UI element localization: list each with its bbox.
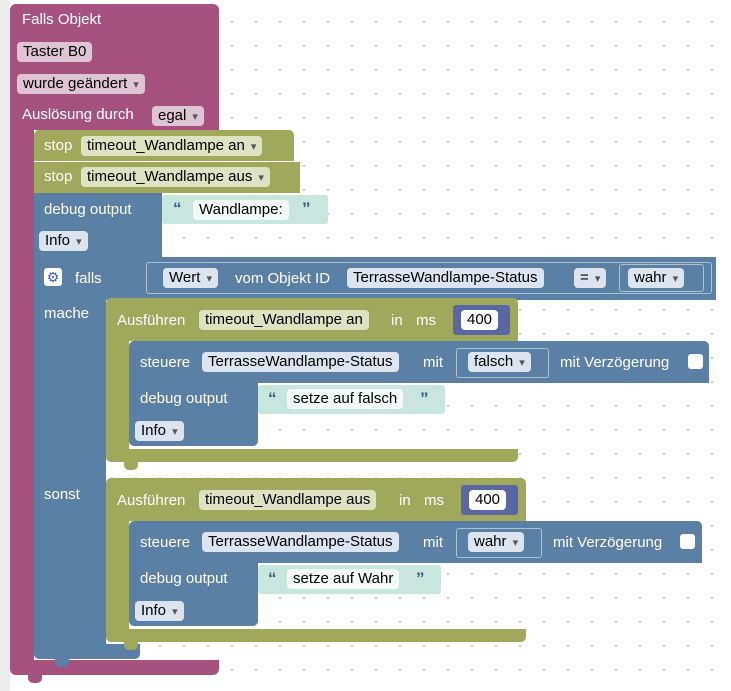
gear-icon[interactable]: ⚙ bbox=[44, 268, 62, 286]
timeout-name-field-an[interactable]: timeout_Wandlampe an bbox=[199, 310, 369, 330]
if-label: falls bbox=[75, 270, 102, 287]
debug-label-aus: debug output bbox=[140, 570, 228, 587]
debug-level-dropdown-1[interactable]: Info bbox=[39, 231, 88, 251]
debug-level-dropdown-aus[interactable]: Info bbox=[135, 601, 184, 621]
debug-level-dropdown-an[interactable]: Info bbox=[135, 421, 184, 441]
open-quote-icon: “ bbox=[173, 199, 182, 218]
control-object-field-aus[interactable]: TerrasseWandlampe-Status bbox=[202, 532, 399, 552]
workspace-edge bbox=[0, 0, 10, 691]
close-quote-icon: ” bbox=[416, 569, 425, 588]
trigger-block-spine bbox=[10, 128, 34, 662]
debug-label-1: debug output bbox=[44, 201, 132, 218]
in-label-an: in bbox=[391, 312, 403, 329]
if-block-spine bbox=[34, 298, 106, 646]
timeout-name-field-aus[interactable]: timeout_Wandlampe aus bbox=[199, 490, 377, 510]
with-label-aus: mit bbox=[423, 534, 443, 551]
delay-field-an[interactable]: 400 bbox=[461, 310, 499, 330]
delay-checkbox-aus[interactable] bbox=[680, 534, 695, 549]
stop-timer-dropdown-1[interactable]: timeout_Wandlampe an bbox=[81, 136, 263, 156]
control-value-dropdown-an[interactable]: falsch bbox=[468, 352, 531, 372]
trigger-label: Auslösung durch bbox=[22, 106, 134, 123]
then-label: mache bbox=[44, 305, 90, 322]
if-block-tab bbox=[55, 659, 69, 667]
unit-label-an: ms bbox=[416, 312, 436, 329]
debug-text-field-aus[interactable]: setze auf Wahr bbox=[287, 569, 400, 589]
delay-field-aus[interactable]: 400 bbox=[469, 490, 507, 510]
delay-label-aus: mit Verzögerung bbox=[553, 534, 663, 551]
of-object-label: vom Objekt ID bbox=[235, 270, 331, 287]
execute-label-an: Ausführen bbox=[117, 312, 186, 329]
timeout-block-an-bottom bbox=[106, 449, 518, 462]
compare-value-block[interactable] bbox=[619, 264, 704, 292]
trigger-object-field[interactable]: Taster B0 bbox=[17, 42, 93, 62]
timeout-block-aus-tab bbox=[124, 642, 138, 650]
operator-dropdown[interactable]: = bbox=[574, 268, 607, 288]
trigger-title: Falls Objekt bbox=[22, 11, 102, 28]
delay-checkbox-an[interactable] bbox=[688, 354, 703, 369]
if-block-bottom bbox=[34, 644, 140, 659]
trigger-condition-dropdown[interactable]: wurde geändert bbox=[17, 74, 145, 94]
stop-label-1: stop bbox=[44, 137, 73, 154]
trigger-block-tab bbox=[28, 675, 42, 683]
value-type-dropdown[interactable]: Wert bbox=[163, 268, 218, 288]
control-value-dropdown-aus[interactable]: wahr bbox=[468, 532, 525, 552]
with-label-an: mit bbox=[423, 354, 443, 371]
close-quote-icon: ” bbox=[420, 389, 429, 408]
stop-timer-dropdown-2[interactable]: timeout_Wandlampe aus bbox=[81, 167, 270, 187]
timeout-block-aus-spine bbox=[106, 519, 129, 631]
open-quote-icon: “ bbox=[268, 389, 277, 408]
debug-text-field-an[interactable]: setze auf falsch bbox=[287, 389, 404, 409]
in-label-aus: in bbox=[399, 492, 411, 509]
stop-label-2: stop bbox=[44, 168, 73, 185]
compare-value-dropdown[interactable]: wahr bbox=[628, 268, 685, 288]
execute-label-aus: Ausführen bbox=[117, 492, 186, 509]
object-id-field[interactable]: TerrasseWandlampe-Status bbox=[347, 268, 544, 288]
timeout-block-an-tab bbox=[124, 462, 138, 470]
open-quote-icon: “ bbox=[268, 569, 277, 588]
debug-label-an: debug output bbox=[140, 390, 228, 407]
unit-label-aus: ms bbox=[424, 492, 444, 509]
close-quote-icon: ” bbox=[302, 199, 311, 218]
control-label-an: steuere bbox=[140, 354, 191, 371]
timeout-block-an-spine bbox=[106, 339, 129, 449]
else-label: sonst bbox=[44, 486, 80, 503]
debug-text-field-1[interactable]: Wandlampe: bbox=[193, 200, 289, 220]
timeout-block-aus-bottom bbox=[106, 629, 526, 642]
compare-block[interactable] bbox=[146, 262, 712, 294]
control-label-aus: steuere bbox=[140, 534, 191, 551]
trigger-block-bottom bbox=[10, 660, 219, 675]
control-object-field-an[interactable]: TerrasseWandlampe-Status bbox=[202, 352, 399, 372]
control-value-block-aus[interactable] bbox=[456, 528, 542, 558]
delay-label-an: mit Verzögerung bbox=[560, 354, 670, 371]
control-value-block-an[interactable] bbox=[456, 348, 549, 378]
trigger-value-dropdown[interactable]: egal bbox=[152, 106, 204, 126]
